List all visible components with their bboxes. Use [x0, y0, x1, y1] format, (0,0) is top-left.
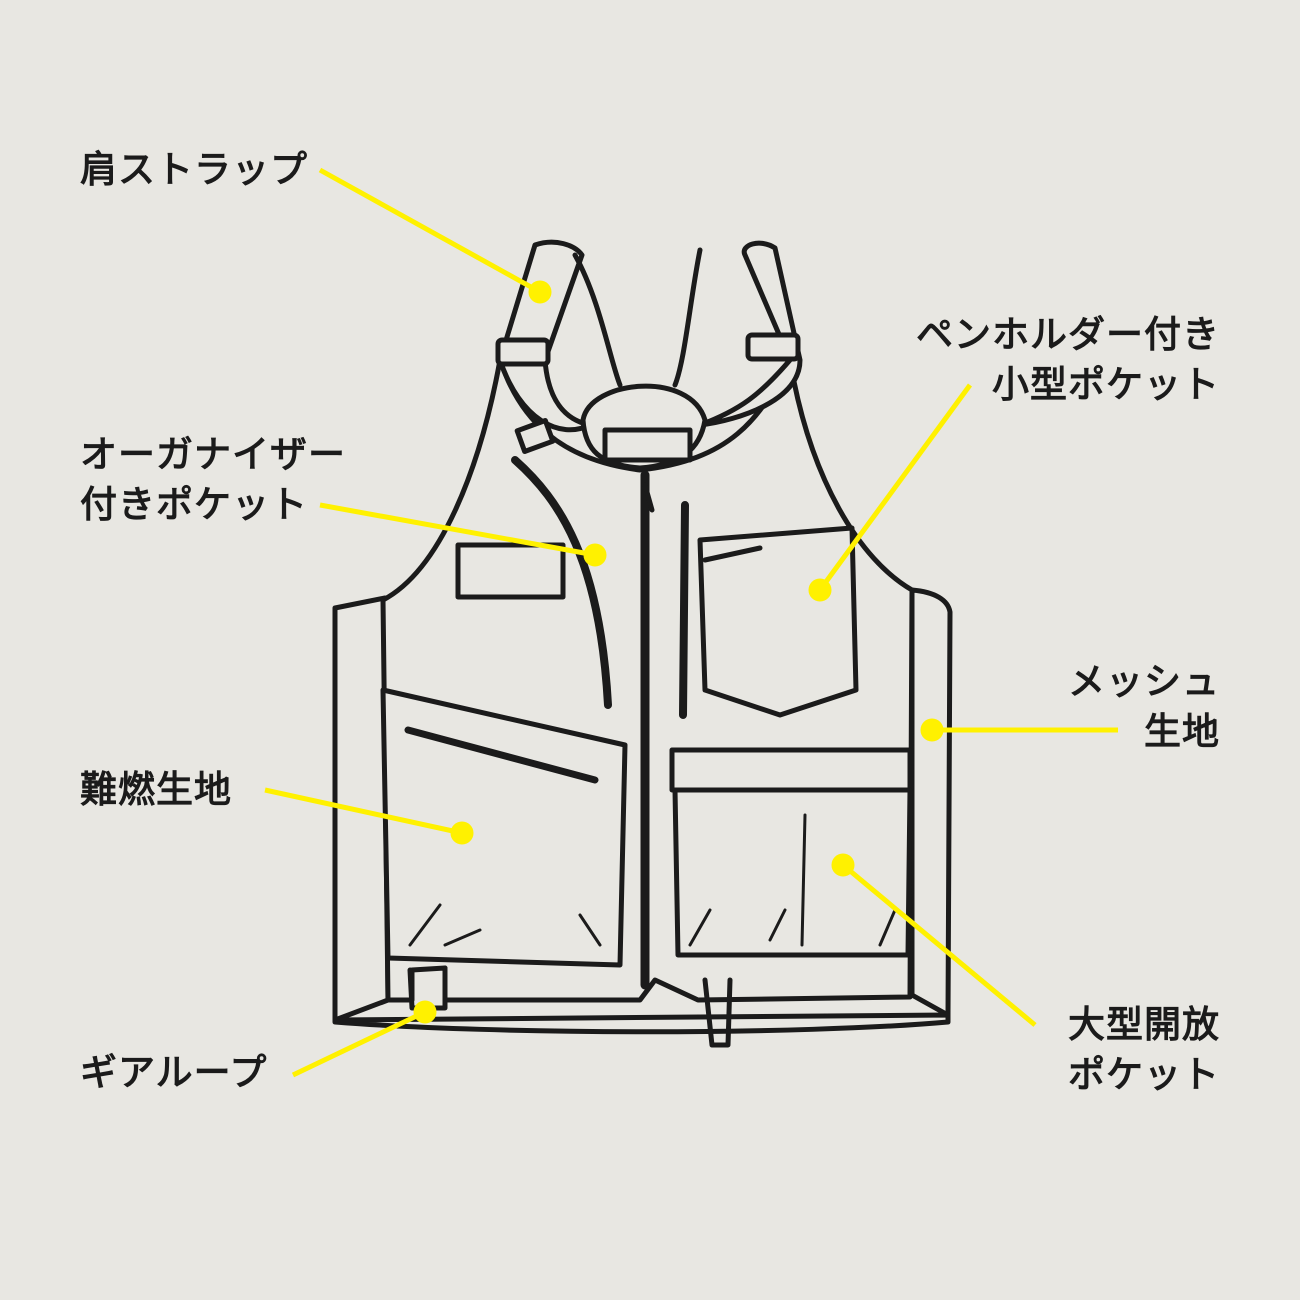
- label-line: ペンホルダー付き: [916, 313, 1220, 356]
- open-pocket: [672, 787, 913, 958]
- organizer-zipper: [511, 456, 612, 709]
- label-line: ポケット: [1068, 1053, 1220, 1096]
- label-pen-holder-pocket: ペンホルダー付き 小型ポケット: [916, 310, 1220, 410]
- left-chest-patch: [455, 542, 566, 600]
- right-buckle: [745, 332, 801, 362]
- left-buckle: [495, 337, 551, 367]
- label-line: 生地: [1144, 710, 1220, 753]
- label-flame-retardant: 難燃生地: [80, 768, 232, 811]
- right-side-panel: [909, 587, 953, 1018]
- leader-organizer: [319, 502, 596, 558]
- label-line: オーガナイザー: [80, 433, 346, 476]
- label-line: 付きポケット: [80, 483, 308, 526]
- label-line: 小型ポケット: [992, 363, 1220, 406]
- pen-holder-pocket: [697, 525, 859, 718]
- label-gear-loop: ギアループ: [80, 1051, 268, 1094]
- pen-zipper: [679, 501, 689, 719]
- label-shoulder-strap: 肩ストラップ: [80, 148, 308, 191]
- leader-shoulder: [318, 167, 542, 295]
- left-strap: [497, 239, 593, 433]
- label-open-pocket: 大型開放 ポケット: [1068, 1000, 1220, 1100]
- label-organizer-pocket: オーガナイザー 付きポケット: [80, 430, 346, 530]
- left-lower-zipper: [404, 726, 599, 784]
- left-lower-pocket: [380, 687, 628, 968]
- left-strap-inner: [572, 252, 623, 388]
- leader-open: [841, 863, 1037, 1027]
- right-pocket-flap: [669, 747, 913, 793]
- label-line: 大型開放: [1068, 1003, 1220, 1046]
- leader-gear: [291, 1009, 427, 1078]
- leader-flame: [264, 787, 463, 836]
- label-line: メッシュ: [1068, 660, 1220, 703]
- right-strap: [697, 240, 803, 428]
- callouts: [264, 167, 1118, 1078]
- gear-loop-center: [702, 977, 733, 1048]
- label-mesh: メッシュ 生地: [1068, 657, 1220, 757]
- leader-pen: [817, 383, 973, 592]
- right-strap-inner: [672, 247, 703, 388]
- neck-label: [602, 427, 693, 463]
